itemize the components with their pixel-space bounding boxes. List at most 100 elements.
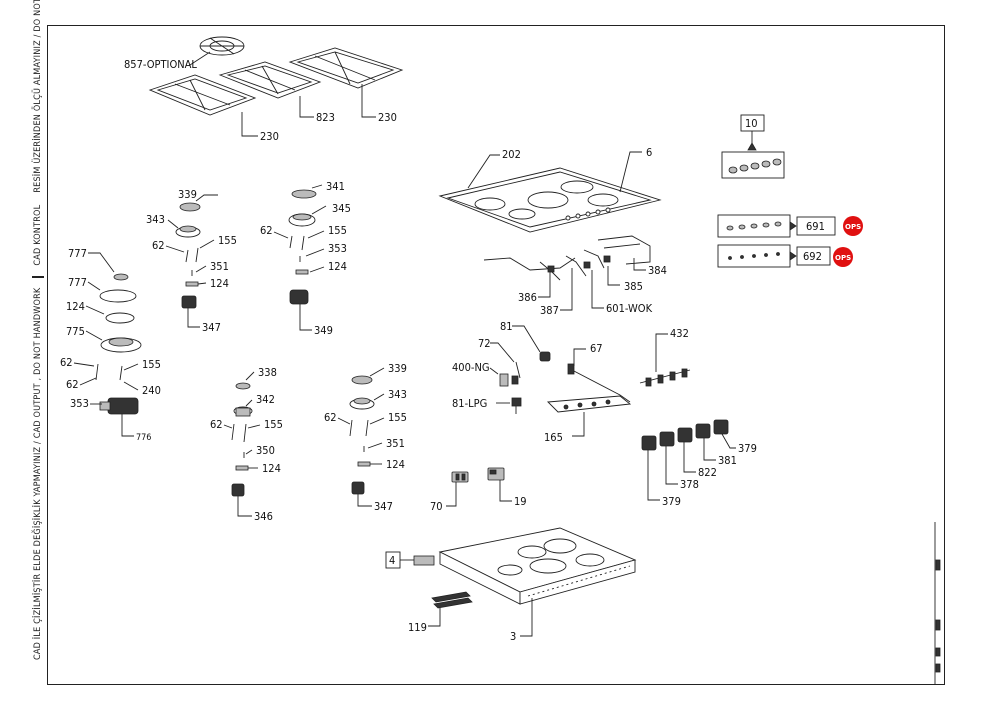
callout-62-upper: 62 [152, 239, 165, 252]
callout-72: 72 [478, 337, 491, 350]
burner-stack-medium [288, 189, 317, 305]
callout-155-lower-center: 155 [388, 411, 407, 424]
callout-777-top: 777 [68, 247, 87, 260]
callout-339-upper: 339 [178, 188, 197, 201]
callout-342: 342 [256, 393, 275, 406]
title-block-marks [934, 522, 941, 685]
callout-62-wok-b: 62 [66, 378, 79, 391]
callout-350: 350 [256, 444, 275, 457]
callout-62-lower-center: 62 [324, 411, 337, 424]
callout-386: 386 [518, 291, 537, 304]
callout-62-wok-a: 62 [60, 356, 73, 369]
ops-badge-691 [843, 216, 863, 236]
callout-347-upper: 347 [202, 321, 221, 334]
callout-346: 346 [254, 510, 273, 523]
burner-stack-small-3 [349, 375, 375, 495]
injector-81 [539, 351, 551, 362]
bracket-set-119 [431, 591, 473, 609]
drawing-frame [47, 25, 945, 685]
callout-343-lower: 343 [388, 388, 407, 401]
ops-label-691: OPS [845, 223, 861, 231]
callout-775: 775 [66, 325, 85, 338]
callout-343-upper: 343 [146, 213, 165, 226]
callout-601-wok: 601-WOK [606, 302, 653, 315]
ignition-switch-70 [451, 471, 469, 483]
callout-381: 381 [718, 454, 737, 467]
pan-support-230-left [148, 74, 257, 116]
callout-3: 3 [510, 630, 516, 643]
callout-4: 4 [389, 554, 395, 567]
callout-777-mid: 777 [68, 276, 87, 289]
callout-384: 384 [648, 264, 667, 277]
knob-caps-691 [726, 221, 782, 231]
callout-box-10 [740, 114, 765, 132]
callout-338: 338 [258, 366, 277, 379]
burner-stack-small-1 [175, 202, 201, 309]
injector-81-lpg [511, 397, 522, 414]
callout-124-wok: 124 [66, 300, 85, 313]
callout-823: 823 [316, 111, 335, 124]
hob-chassis [438, 527, 637, 605]
callout-432: 432 [670, 327, 689, 340]
callout-230-left: 230 [260, 130, 279, 143]
callout-353-upper: 353 [328, 242, 347, 255]
callout-341: 341 [326, 180, 345, 193]
callout-339-lower: 339 [388, 362, 407, 375]
callout-124-lower-center: 124 [386, 458, 405, 471]
callout-400-ng: 400-NG [452, 361, 490, 374]
callout-230-right: 230 [378, 111, 397, 124]
callout-67: 67 [590, 342, 603, 355]
callout-124-center: 124 [328, 260, 347, 273]
callout-155-lower-left: 155 [264, 418, 283, 431]
callout-10: 10 [745, 117, 758, 130]
injector-72 [515, 361, 521, 379]
callout-691: 691 [806, 220, 825, 233]
callout-62-center: 62 [260, 224, 273, 237]
callout-349: 349 [314, 324, 333, 337]
callout-379-left: 379 [662, 495, 681, 508]
thermocouple-set-432 [639, 368, 691, 387]
callout-857-optional: 857-OPTIONAL [124, 58, 197, 71]
callout-378: 378 [680, 478, 699, 491]
ops-label-692: OPS [835, 254, 851, 262]
callout-240: 240 [142, 384, 161, 397]
burner-stack-wok [95, 273, 142, 415]
callout-776: 776 [136, 433, 151, 443]
gas-pipe-set [483, 235, 651, 281]
burner-stack-small-2 [231, 382, 253, 497]
bracket-4 [413, 555, 435, 566]
gas-valve-set [641, 419, 729, 451]
pan-support-optional-857 [199, 36, 245, 56]
spark-generator-19 [487, 467, 505, 481]
callout-353-wok: 353 [70, 397, 89, 410]
callout-81: 81 [500, 320, 513, 333]
callout-155-upper: 155 [218, 234, 237, 247]
callout-387: 387 [540, 304, 559, 317]
callout-345: 345 [332, 202, 351, 215]
pan-support-230-right [288, 47, 404, 89]
callout-124-lower-left: 124 [262, 462, 281, 475]
injector-400-ng [499, 373, 519, 387]
callout-6: 6 [646, 146, 652, 159]
callout-124-upper: 124 [210, 277, 229, 290]
callout-19: 19 [514, 495, 527, 508]
callout-347-lower: 347 [374, 500, 393, 513]
callout-70: 70 [430, 500, 443, 513]
knob-caps-692 [728, 252, 780, 260]
ops-badge-692 [833, 247, 853, 267]
callout-351-lower: 351 [386, 437, 405, 450]
pan-support-823-center [218, 61, 322, 99]
callout-379-right: 379 [738, 442, 757, 455]
callout-155-wok: 155 [142, 358, 161, 371]
callout-385: 385 [624, 280, 643, 293]
callout-155-center: 155 [328, 224, 347, 237]
knob-set-10 [728, 158, 782, 174]
callout-62-lower-left: 62 [210, 418, 223, 431]
callout-119: 119 [408, 621, 427, 634]
callout-202: 202 [502, 148, 521, 161]
gas-manifold [546, 363, 632, 413]
callout-692: 692 [803, 250, 822, 263]
callout-822: 822 [698, 466, 717, 479]
